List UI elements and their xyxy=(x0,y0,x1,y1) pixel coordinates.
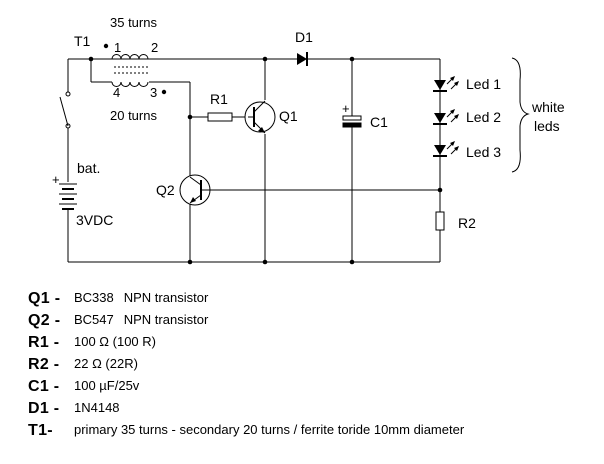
switch-symbol xyxy=(59,91,71,129)
r2-label: R2 xyxy=(458,215,476,231)
c1-capacitor: + xyxy=(342,101,362,128)
part-designator: T1- xyxy=(28,422,53,439)
battery-symbol: + xyxy=(52,172,77,210)
pin-1-label: 1 xyxy=(114,40,121,55)
led-3-symbol xyxy=(433,141,459,157)
part-designator: Q2 - xyxy=(28,312,61,329)
part-value: 100 µF/25v xyxy=(74,378,140,393)
secondary-turns-label: 20 turns xyxy=(110,108,157,123)
part-value: BC547 xyxy=(74,312,114,327)
q1-transistor xyxy=(244,100,276,134)
svg-text:+: + xyxy=(52,172,60,187)
part-description: NPN transistor xyxy=(123,312,209,327)
c1-label: C1 xyxy=(370,114,388,130)
part-description: NPN transistor xyxy=(123,290,209,305)
part-designator: R2 - xyxy=(28,356,60,373)
part-value: BC338 xyxy=(74,290,114,305)
r1-label: R1 xyxy=(210,91,228,107)
parts-row: Q1 - BC338 NPN transistor xyxy=(28,290,598,312)
q2-transistor xyxy=(179,174,211,206)
junction-dots xyxy=(88,56,443,265)
white-label: white xyxy=(531,99,565,115)
pin-4-label: 4 xyxy=(113,85,120,100)
r1-resistor xyxy=(207,112,233,122)
parts-row: T1- primary 35 turns - secondary 20 turns… xyxy=(28,422,598,444)
t1-label: T1 xyxy=(74,33,91,49)
led-1-label: Led 1 xyxy=(466,76,501,92)
wires xyxy=(67,58,441,263)
part-designator: Q1 - xyxy=(28,290,61,307)
part-value: 1N4148 xyxy=(74,400,120,415)
q2-label: Q2 xyxy=(156,182,175,198)
part-value: 100 Ω (100 R) xyxy=(74,334,156,349)
parts-row: R1 - 100 Ω (100 R) xyxy=(28,334,598,356)
part-value: primary 35 turns - secondary 20 turns / … xyxy=(74,422,465,437)
led-2-symbol xyxy=(433,109,459,125)
r2-resistor xyxy=(435,211,445,231)
part-designator: C1 - xyxy=(28,378,60,395)
q1-label: Q1 xyxy=(279,108,298,124)
led-2-label: Led 2 xyxy=(466,109,501,125)
led-3-label: Led 3 xyxy=(466,144,501,160)
part-value: 22 Ω (22R) xyxy=(74,356,138,371)
primary-turns-label: 35 turns xyxy=(110,15,157,30)
parts-row: Q2 - BC547 NPN transistor xyxy=(28,312,598,334)
svg-text:+: + xyxy=(342,101,350,116)
d1-label: D1 xyxy=(295,29,313,45)
pin-2-label: 2 xyxy=(151,40,158,55)
circuit-schematic: T1 35 turns 20 turns 1 2 3 4 + bat. 3VDC… xyxy=(52,15,565,265)
pin-3-label: 3 xyxy=(150,85,157,100)
battery-voltage-label: 3VDC xyxy=(76,212,113,228)
parts-row: R2 - 22 Ω (22R) xyxy=(28,356,598,378)
parts-row: D1 - 1N4148 xyxy=(28,400,598,422)
led-group-brace xyxy=(511,57,530,173)
transformer-t1 xyxy=(103,43,167,95)
part-designator: R1 - xyxy=(28,334,60,351)
led-1-symbol xyxy=(433,76,459,92)
part-designator: D1 - xyxy=(28,400,60,417)
leds-label: leds xyxy=(534,118,560,134)
parts-row: C1 - 100 µF/25v xyxy=(28,378,598,400)
d1-diode xyxy=(297,52,308,66)
battery-label: bat. xyxy=(77,160,100,176)
